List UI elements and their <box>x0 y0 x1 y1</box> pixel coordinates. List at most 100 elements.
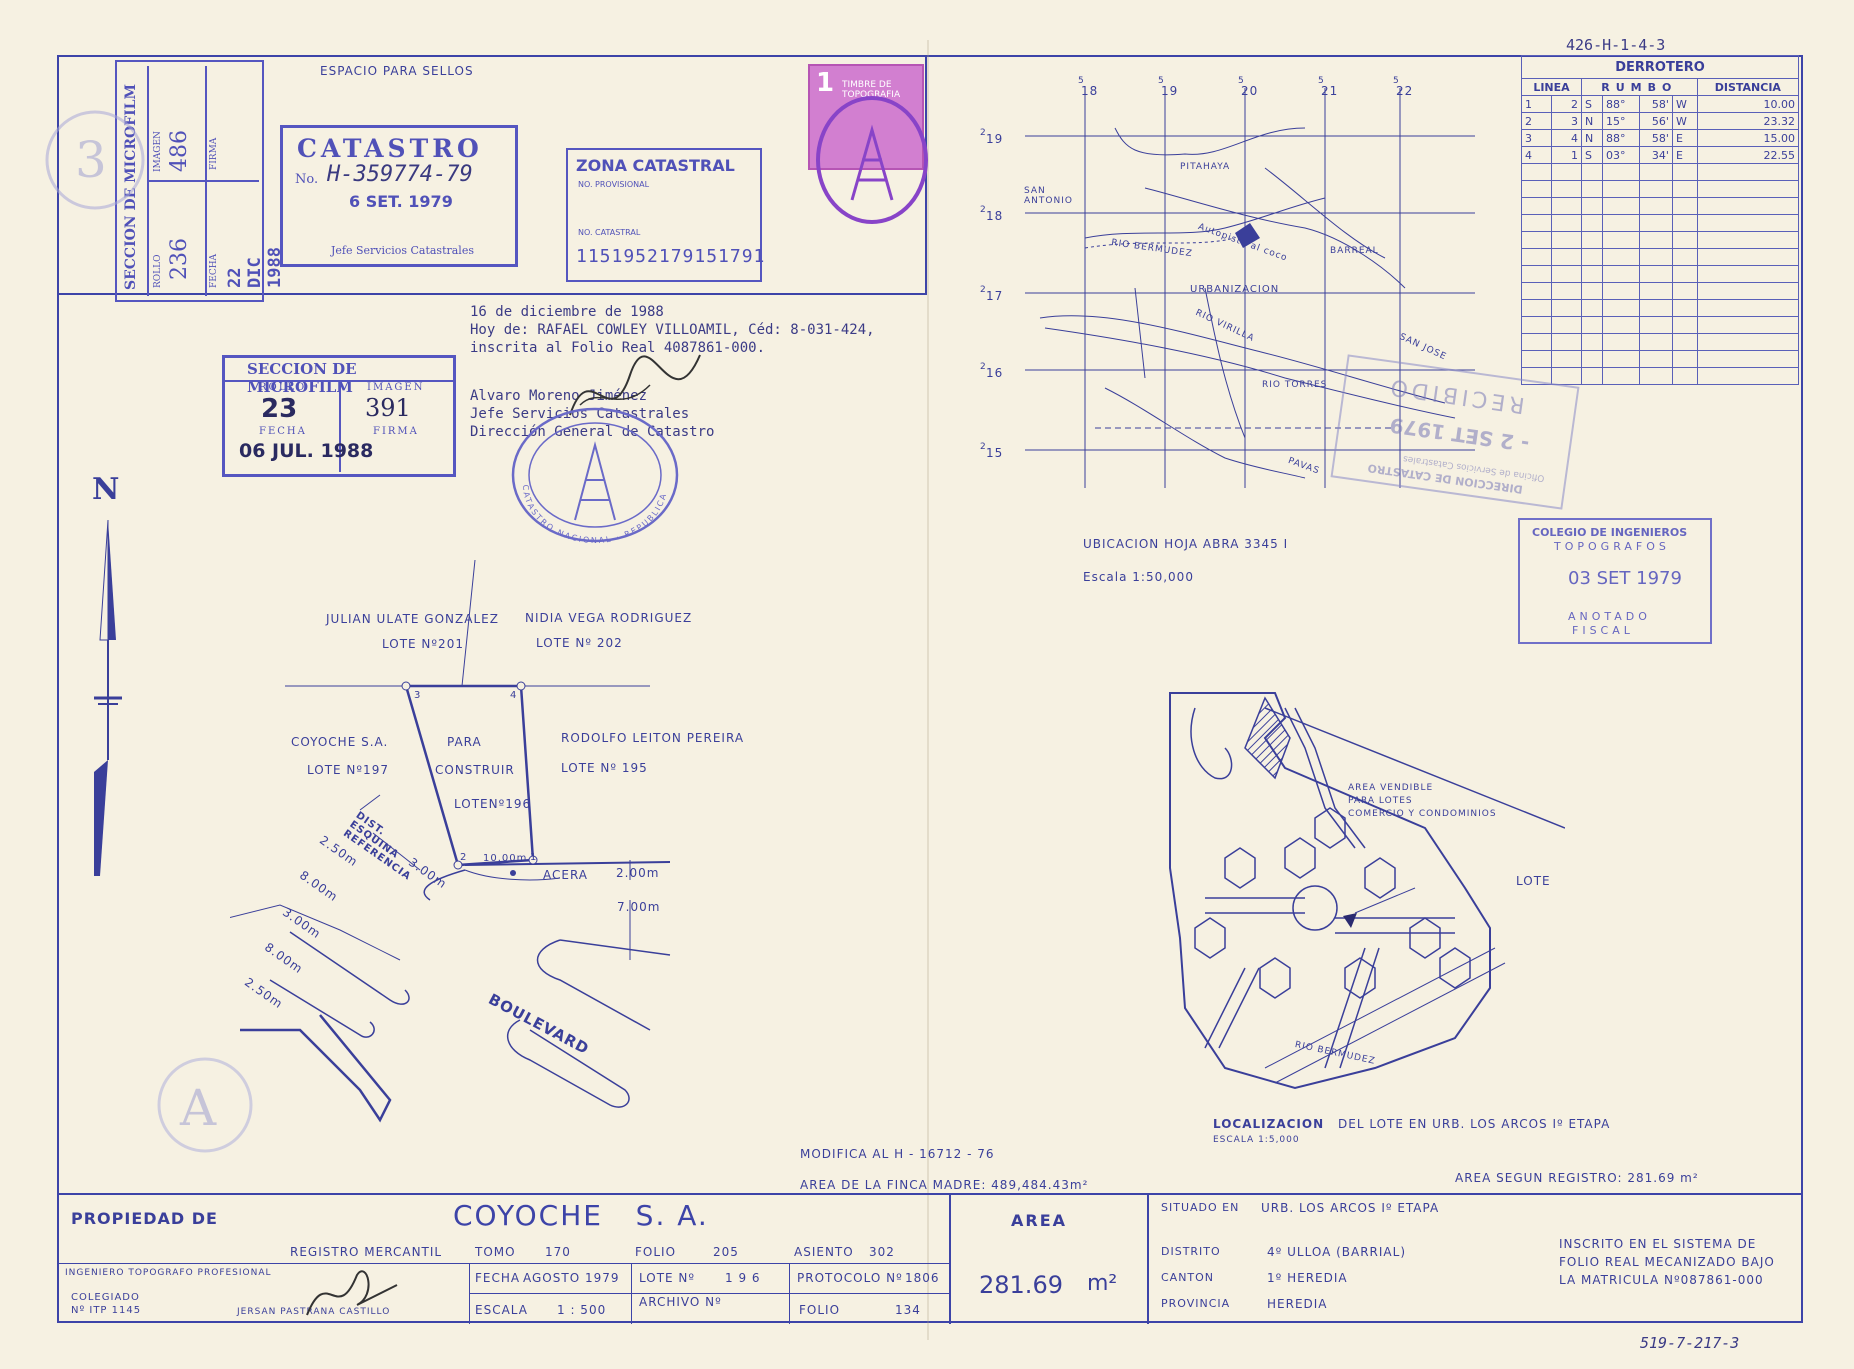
colegio-line4: FISCAL <box>1572 624 1634 637</box>
derrotero-table: DERROTERO LINEA RUMBO DISTANCIA 1 2 S 88… <box>1521 55 1800 385</box>
neighbor-nw-name: JULIAN ULATE GONZALEZ <box>326 612 499 626</box>
area-value: 281.69 <box>979 1271 1063 1299</box>
tomo-label: TOMO <box>475 1245 516 1259</box>
catastro-stamp: CATASTRO No. H-359774-79 6 SET. 1979 Jef… <box>280 125 518 267</box>
location-map <box>1025 88 1475 488</box>
engineer-signature <box>306 1270 398 1316</box>
map-place-pitahaya: PITAHAYA <box>1180 162 1231 172</box>
distrito-label: DISTRITO <box>1161 1245 1221 1258</box>
map-top-prefix-19: 5 <box>1158 76 1165 86</box>
derrotero-cell: 88° <box>1602 129 1640 147</box>
derrotero-cell: S <box>1580 95 1604 113</box>
map-place-san-antonio: SAN ANTONIO <box>1024 186 1073 206</box>
microfilm-mid-rollo-label: ROLLO <box>259 382 307 393</box>
microfilm-mid-imagen-label: IMAGEN <box>367 382 425 393</box>
urban-map-scale: ESCALA 1:5,000 <box>1213 1135 1300 1145</box>
derrotero-cell: 4 <box>1550 129 1582 147</box>
derrotero-cell: E <box>1671 129 1698 147</box>
microfilm-mid-imagen: 391 <box>365 394 411 422</box>
fiscal-stamp-value: 1 <box>816 68 835 98</box>
derrotero-cell: N <box>1580 129 1604 147</box>
table-row: 4 1 S 03° 34' E 22.55 <box>1521 146 1800 164</box>
top-right-code: 426-H-1-4-3 <box>1566 36 1666 54</box>
urban-area-label-1: AREA VENDIBLE <box>1348 783 1434 793</box>
zona-catastral-label: NO. CATASTRAL <box>578 228 641 237</box>
dim-2m: 2.00m <box>616 866 660 880</box>
microfilm-mid-fecha-label: FECHA <box>259 426 307 437</box>
map-left-tick-15: 15 <box>986 446 1004 460</box>
lot-vertex-4: 4 <box>510 690 518 701</box>
provincia-label: PROVINCIA <box>1161 1297 1231 1310</box>
lot-vertex-3: 3 <box>414 690 422 701</box>
urban-lote-label: LOTE <box>1516 874 1551 888</box>
catastro-no-label: No. <box>295 172 319 187</box>
catastro-title: CATASTRO <box>297 134 483 163</box>
derrotero-cell: 1 <box>1550 146 1582 164</box>
map-top-prefix-18: 5 <box>1078 76 1085 86</box>
microfilm-mid-rollo: 23 <box>261 394 298 424</box>
area-registro-note: AREA SEGUN REGISTRO: 281.69 m² <box>1455 1171 1699 1185</box>
map-top-tick-18: 18 <box>1081 84 1099 98</box>
colegio-line2: TOPOGRAFOS <box>1554 540 1670 553</box>
table-row: 2 3 N 15° 56' W 23.32 <box>1521 112 1800 130</box>
fecha-label: FECHA <box>475 1271 521 1285</box>
map-top-tick-21: 21 <box>1321 84 1339 98</box>
derrotero-cell: 58' <box>1638 129 1673 147</box>
colegio-date: 03 SET 1979 <box>1568 568 1682 589</box>
map-top-prefix-20: 5 <box>1238 76 1245 86</box>
derrotero-cell: 3 <box>1550 112 1582 130</box>
canton-label: CANTON <box>1161 1271 1215 1284</box>
fiscal-cancel-seal <box>816 96 928 224</box>
inscrito-line2: FOLIO REAL MECANIZADO BAJO <box>1559 1255 1775 1269</box>
tomo-value: 170 <box>545 1245 571 1259</box>
location-map-title: UBICACION HOJA ABRA 3345 I <box>1083 537 1289 551</box>
derrotero-cell: 34' <box>1638 146 1673 164</box>
colegio-line1: COLEGIO DE INGENIEROS <box>1532 526 1688 539</box>
asiento-label: ASIENTO <box>794 1245 854 1259</box>
folio2-label: FOLIO <box>799 1303 841 1317</box>
sheet-fold <box>927 40 929 1340</box>
map-top-tick-22: 22 <box>1396 84 1414 98</box>
map-left-prefix-15: 2 <box>980 442 987 452</box>
derrotero-cell: N <box>1580 112 1604 130</box>
neighbor-w-name: COYOCHE S.A. <box>291 735 389 749</box>
faint-seal-a: A <box>157 1057 253 1153</box>
fecha-value: AGOSTO 1979 <box>523 1271 620 1285</box>
neighbor-ne-name: NIDIA VEGA RODRIGUEZ <box>525 611 693 625</box>
escala-value: 1 : 500 <box>557 1303 607 1317</box>
microfilm-top-rollo-label: ROLLO <box>153 254 163 289</box>
recibido-date: - 2 SET 1979 <box>1388 412 1531 457</box>
colegiado-label: COLEGIADO <box>71 1292 140 1303</box>
inscrito-line1: INSCRITO EN EL SISTEMA DE <box>1559 1237 1757 1251</box>
zona-title: ZONA CATASTRAL <box>576 156 735 175</box>
microfilm-mid-firma-label: FIRMA <box>373 426 419 437</box>
catastro-number: H-359774-79 <box>327 162 473 187</box>
map-left-prefix-18: 2 <box>980 205 987 215</box>
microfilm-top-firma-label: FIRMA <box>209 137 219 170</box>
derrotero-cell: 22.55 <box>1696 146 1800 164</box>
fiscal-stamp-text: TIMBRE DE TOPOGRAFIA <box>842 80 901 100</box>
neighbor-ne-lot: LOTE Nº 202 <box>536 636 623 650</box>
derrotero-cell: 03° <box>1602 146 1640 164</box>
situado-label: SITUADO EN <box>1161 1201 1240 1214</box>
microfilm-mid-title: SECCION DE MICROFILM <box>247 360 357 396</box>
microfilm-mid-fecha: 06 JUL. 1988 <box>239 440 374 462</box>
provincia-value: HEREDIA <box>1267 1297 1328 1311</box>
map-top-prefix-21: 5 <box>1318 76 1325 86</box>
map-top-tick-20: 20 <box>1241 84 1259 98</box>
registro-label: REGISTRO MERCANTIL <box>290 1245 443 1259</box>
lote-label: LOTE Nº <box>639 1271 696 1285</box>
colegio-stamp: COLEGIO DE INGENIEROS TOPOGRAFOS 03 SET … <box>1518 518 1712 644</box>
lote-value: 1 9 6 <box>725 1271 761 1285</box>
seal-letter: A <box>179 1079 217 1137</box>
microfilm-top-imagen: 486 <box>167 130 192 172</box>
note-line3: inscrita al Folio Real 4087861-000. <box>470 340 766 356</box>
derrotero-cell: 15.00 <box>1696 129 1800 147</box>
urban-map-title-a: LOCALIZACION <box>1213 1117 1325 1131</box>
escala-label: ESCALA <box>475 1303 528 1317</box>
protocolo-value: 1806 <box>905 1271 940 1285</box>
urban-map-title-b: DEL LOTE EN URB. LOS ARCOS Iº ETAPA <box>1338 1117 1611 1131</box>
derrotero-cell: S <box>1580 146 1604 164</box>
neighbor-e-name: RODOLFO LEITON PEREIRA <box>561 731 745 745</box>
table-row: 3 4 N 88° 58' E 15.00 <box>1521 129 1800 147</box>
